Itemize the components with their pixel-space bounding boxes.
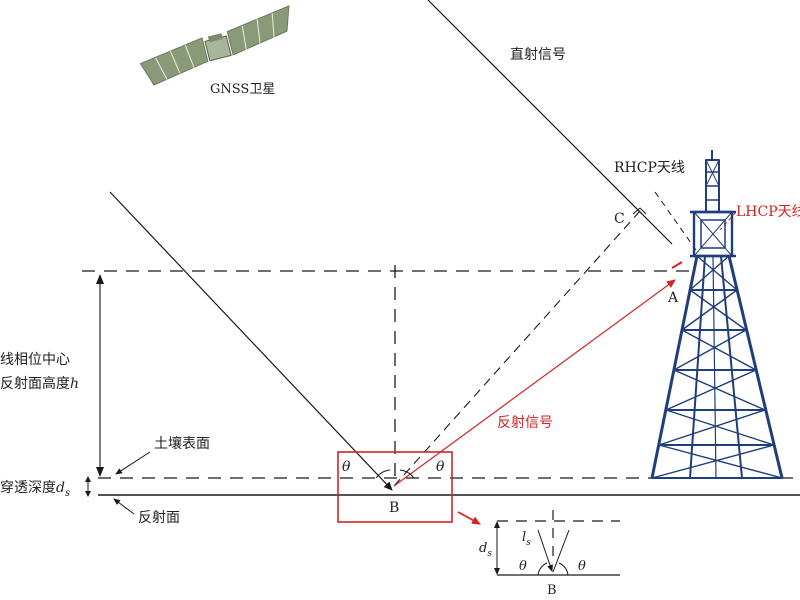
inset-ds-label: ds xyxy=(479,541,492,559)
soil-surface-label: 土壤表面 xyxy=(154,435,210,452)
height-arrow-bottom xyxy=(96,467,104,477)
depth-arrow-bottom xyxy=(85,491,91,497)
zoom-inset: ds ls θ θ B xyxy=(479,510,620,598)
depth-arrow-top xyxy=(85,476,91,482)
depth-symbol: d xyxy=(56,480,65,496)
inset-theta-arc-left xyxy=(537,562,548,576)
lhcp-label: LHCP天线 xyxy=(736,204,800,220)
rhcp-pointer xyxy=(654,191,697,251)
inset-theta-left: θ xyxy=(519,559,527,574)
right-angle-mark-c xyxy=(632,207,647,215)
inset-theta-right: θ xyxy=(578,559,586,574)
direct-signal-ray xyxy=(427,0,673,245)
transmission-tower-icon xyxy=(650,150,784,479)
height-symbol: h xyxy=(70,376,79,392)
height-label-line1: 线相位中心 xyxy=(0,352,70,368)
inset-reflected-ray xyxy=(552,529,570,573)
zoom-highlight-box xyxy=(337,451,453,523)
inset-ls-symbol: l xyxy=(522,530,526,545)
height-label-text: 反射面高度 xyxy=(0,375,70,392)
inset-depth-arrow-top xyxy=(494,521,500,528)
incident-ray-to-b xyxy=(109,191,393,491)
satellite-icon xyxy=(139,5,290,86)
theta-arc-right xyxy=(399,469,415,479)
inset-ds-symbol: d xyxy=(479,541,487,556)
penetration-depth-label: 穿透深度ds xyxy=(0,480,70,499)
inset-depth-arrow-bottom xyxy=(494,568,500,575)
point-a-label: A xyxy=(667,290,679,306)
direct-signal-label: 直射信号 xyxy=(510,46,566,63)
zoom-arrow xyxy=(457,511,481,525)
inset-theta-arc-right xyxy=(558,562,569,576)
soil-surface-leader xyxy=(115,451,151,475)
reflected-signal-label: 反射信号 xyxy=(497,415,553,431)
inset-ls-subscript: s xyxy=(526,538,531,548)
path-difference-line xyxy=(393,210,641,487)
height-label-line2: 反射面高度h xyxy=(0,375,79,392)
theta-arc-left xyxy=(375,469,391,479)
inset-point-b-label: B xyxy=(547,583,557,598)
point-b-label: B xyxy=(389,500,399,516)
lhcp-pointer xyxy=(719,211,737,231)
height-arrow-top xyxy=(96,274,104,284)
antenna-a-marker xyxy=(671,261,683,269)
inset-incident-ray xyxy=(537,529,553,572)
theta-left: θ xyxy=(342,459,351,475)
point-c-label: C xyxy=(614,211,625,227)
reflected-signal-ray xyxy=(393,279,676,487)
inset-ds-subscript: s xyxy=(487,549,492,559)
reflection-plane-label: 反射面 xyxy=(138,510,180,526)
satellite-label: GNSS卫星 xyxy=(210,82,275,97)
reflection-plane-leader xyxy=(113,498,135,515)
inset-ls-label: ls xyxy=(522,530,531,548)
penetration-depth-text: 穿透深度 xyxy=(0,480,56,496)
theta-right: θ xyxy=(436,459,445,475)
depth-subscript: s xyxy=(65,488,70,499)
rhcp-label: RHCP天线 xyxy=(614,160,685,176)
